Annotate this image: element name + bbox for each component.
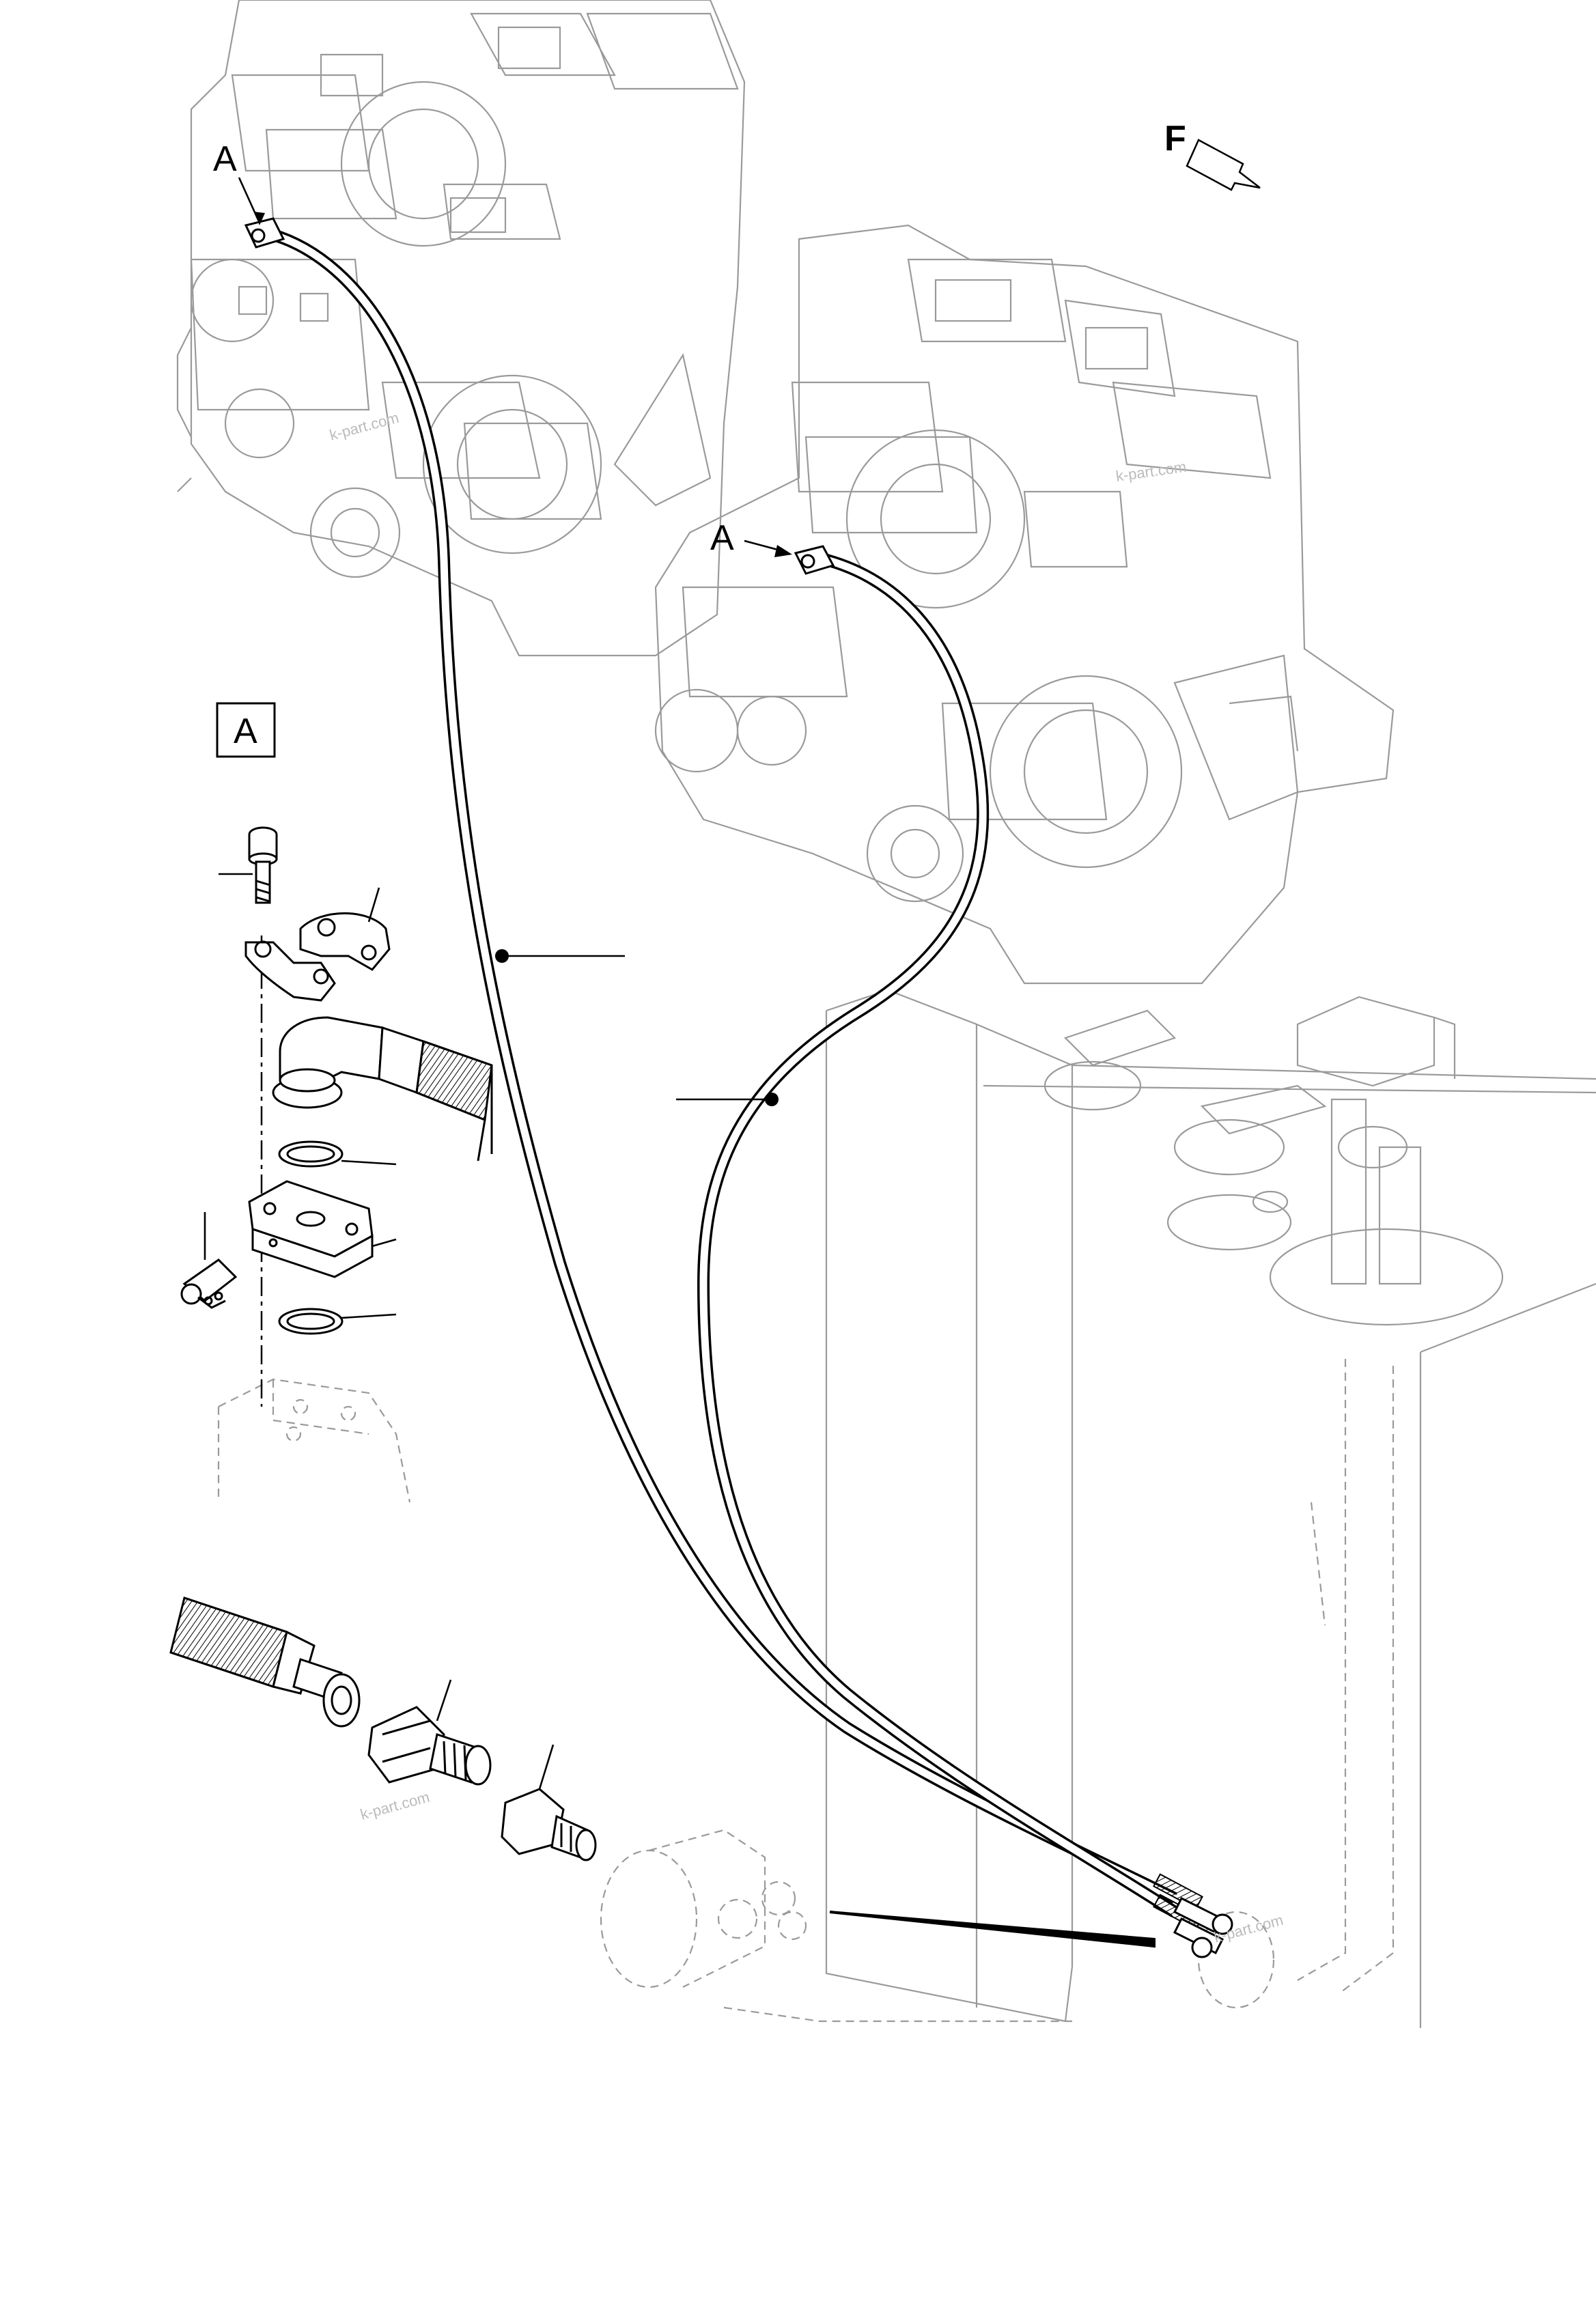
o-ring-upper [278,1140,344,1168]
leader-adapter-2 [538,1744,555,1790]
upper-transmission-housing [176,0,746,657]
leader-o-ring-lower [341,1313,397,1319]
callout-lower-a: A [710,518,734,558]
leader-adapter-1 [436,1679,452,1721]
flange-exploded-view [180,826,493,1407]
leader-clamp [367,887,380,923]
hose-assembly-short [697,550,1178,1917]
ghost-port-connection [217,1378,1072,2023]
direction-arrow-icon [1186,139,1261,191]
detail-a-label: A [234,712,257,751]
leader-o-ring-upper [341,1159,397,1166]
callout-upper-a: A [213,139,237,179]
hydraulic-tank [825,989,1596,2028]
lower-transmission-housing [654,224,1395,985]
watermark-3: k-part.com [359,1788,432,1823]
o-ring-lower [278,1308,344,1335]
hose-elbow-fitting [272,1016,493,1162]
split-flange-clamp [244,912,391,1002]
detail-a-box: A [216,702,276,758]
straight-fitting-exploded-view [169,1596,597,1861]
forward-direction-marker: F [1164,119,1261,191]
leader-lines [204,177,792,1790]
flange-adapter-plate [248,1180,374,1278]
test-port-plug [180,1258,238,1309]
watermark-2: k-part.com [1115,458,1187,485]
detail-pointer-arrow [829,1911,1156,1948]
leader-flange-plate [372,1238,397,1248]
hose-end-fittings [1153,1873,1233,1958]
cap-screw [248,826,278,904]
direction-letter: F [1164,119,1186,158]
hose-top-fittings [244,217,835,575]
